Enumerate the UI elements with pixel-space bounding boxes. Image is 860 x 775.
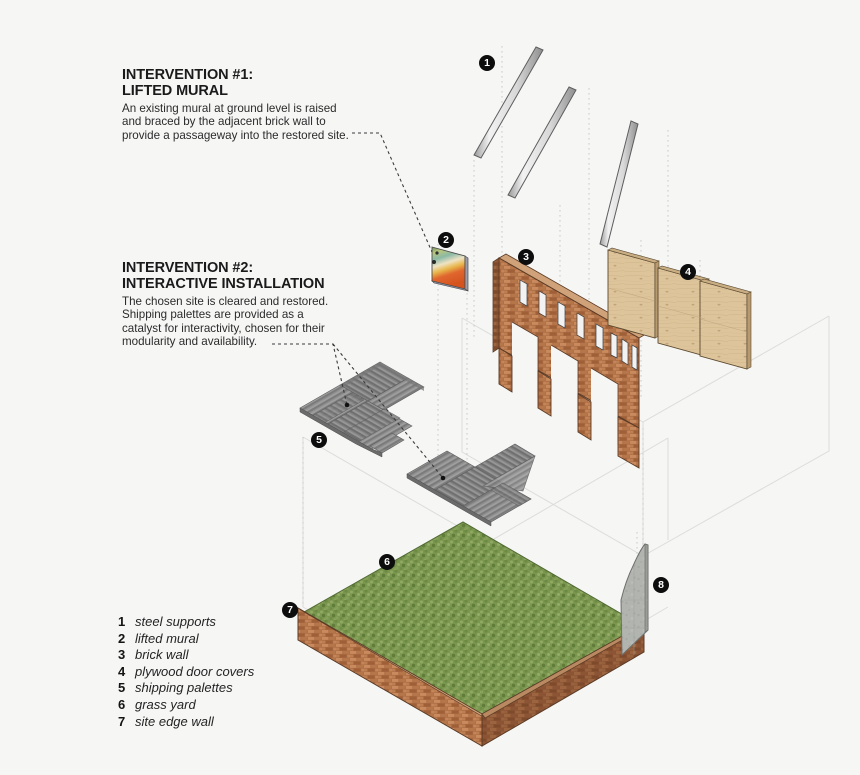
marker-badge-8[interactable]: 8	[653, 577, 669, 593]
shipping-palettes-upper[interactable]	[299, 361, 425, 458]
legend-item: 5 shipping palettes	[118, 680, 254, 697]
legend-number: 4	[118, 663, 126, 679]
marker-badge-2[interactable]: 2	[438, 232, 454, 248]
leader-terminators	[344, 402, 446, 481]
intervention-1-title-line1: INTERVENTION #1:	[122, 67, 254, 83]
marker-badge-1[interactable]: 1	[479, 55, 495, 71]
shipping-palettes-lower[interactable]	[406, 443, 536, 527]
legend-item: 7 site edge wall	[118, 714, 254, 731]
legend-number: 5	[118, 680, 126, 696]
intervention-2-title-line1: INTERVENTION #2:	[122, 260, 254, 276]
legend-item: 2 lifted mural	[118, 631, 254, 648]
legend-item: 6 grass yard	[118, 697, 254, 714]
intervention-1-title-line2: LIFTED MURAL	[122, 82, 228, 99]
legend-number: 2	[118, 630, 126, 646]
marker-badge-7[interactable]: 7	[282, 602, 298, 618]
legend-item: 3 brick wall	[118, 647, 254, 664]
plywood-door-covers[interactable]	[607, 247, 752, 370]
intervention-2-title-line2: INTERACTIVE INSTALLATION	[122, 275, 325, 292]
intervention-1-body: An existing mural at ground level is rai…	[122, 102, 349, 142]
legend-number: 1	[118, 614, 126, 629]
legend-label: lifted mural	[135, 630, 199, 646]
legend-number: 7	[118, 713, 126, 729]
legend-label: grass yard	[135, 696, 196, 712]
marker-badge-4[interactable]: 4	[680, 264, 696, 280]
lifted-mural[interactable]	[430, 246, 469, 292]
marker-badge-6[interactable]: 6	[379, 554, 395, 570]
legend-label: brick wall	[135, 647, 189, 663]
legend-item: 1 steel supports	[118, 614, 254, 631]
intervention-1-block: INTERVENTION #1: LIFTED MURAL An existin…	[122, 67, 349, 142]
marker-badge-3[interactable]: 3	[518, 249, 534, 265]
legend-label: site edge wall	[135, 713, 214, 729]
concrete-remnant-wall[interactable]	[620, 543, 649, 657]
marker-badge-5[interactable]: 5	[311, 432, 327, 448]
intervention-2-body: The chosen site is cleared and restored.…	[122, 295, 329, 348]
legend-label: steel supports	[135, 614, 216, 629]
intervention-2-block: INTERVENTION #2: INTERACTIVE INSTALLATIO…	[122, 260, 329, 348]
legend-label: shipping palettes	[135, 680, 233, 696]
legend-number: 3	[118, 647, 126, 663]
leader-lines	[272, 132, 444, 479]
grass-yard[interactable]	[303, 521, 645, 723]
site-edge-wall[interactable]	[297, 607, 648, 747]
legend-item: 4 plywood door covers	[118, 664, 254, 681]
legend-number: 6	[118, 696, 126, 712]
steel-supports[interactable]	[473, 46, 639, 248]
legend: 1 steel supports 2 lifted mural 3 brick …	[118, 614, 254, 730]
legend-label: plywood door covers	[135, 663, 255, 679]
